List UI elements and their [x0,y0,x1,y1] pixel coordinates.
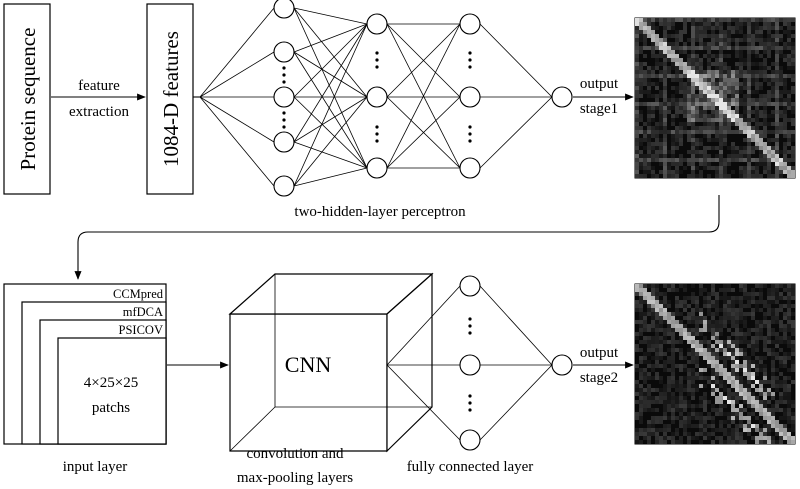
hidden1-edge [293,7,368,25]
hidden1-edge [293,96,368,169]
ellipsis-dot [282,111,286,115]
ellipsis-dot [468,65,472,69]
hidden1-edge [293,51,368,169]
hidden1-edge [293,23,368,98]
hidden2-edge [386,23,461,98]
hidden1-edge [293,23,368,53]
stage2-contact-map [634,283,796,445]
input-node [273,131,295,153]
hidden1-edge [293,23,368,143]
hidden1-edge [293,7,368,98]
ellipsis-dot [468,408,472,412]
fc-input-edge [386,285,461,366]
hidden2-node [459,157,481,179]
hidden1-edge [293,96,368,143]
ellipsis-dot [282,118,286,122]
fc-output-edge [479,364,553,441]
hidden1-edge [293,141,368,169]
ellipsis-dot [468,125,472,129]
hidden1-node [366,86,388,108]
ellipsis-dot [468,324,472,328]
input-layer-stack [3,283,167,445]
ellipsis-dot [375,51,379,55]
fully-connected-network [386,275,573,451]
input-edge [199,96,275,187]
perceptron-network [199,0,573,197]
input-layer-caption: input layer [63,459,128,475]
ellipsis-dot [468,51,472,55]
cnn-label: CNN [285,352,332,377]
output-node [551,86,573,108]
fc-output-edge [479,285,553,366]
input-edge [199,51,275,98]
ellipsis-dot [282,73,286,77]
ellipsis-dot [282,80,286,84]
hidden2-edge [386,96,461,169]
fc-caption: fully connected layer [407,459,534,475]
input-edge [199,96,275,143]
input-node [273,0,295,19]
fc-node [459,354,481,376]
hidden1-edge [293,7,368,169]
hidden1-edge [293,23,368,187]
fc-node [459,275,481,297]
cnn-caption-line1: convolution and [246,446,344,462]
ellipsis-dot [375,65,379,69]
hidden2-node [459,13,481,35]
hidden1-edge [293,167,368,187]
stage-connector-arrow [74,195,720,280]
ellipsis-dot [468,58,472,62]
layer-label-ccmpred: CCMpred [113,287,164,301]
stage1-output-label: output [580,76,619,92]
input-node [273,86,295,108]
hidden1-node [366,13,388,35]
protein-sequence-label: Protein sequence [16,28,40,171]
perceptron-caption: two-hidden-layer perceptron [294,204,466,220]
stage2-stage-label: stage2 [580,370,618,386]
hidden2-edge [386,23,461,169]
ellipsis-dot [375,139,379,143]
ellipsis-dot [375,58,379,62]
patch-label: patchs [92,400,130,416]
input-node [273,41,295,63]
patch-size-label: 4×25×25 [84,375,138,391]
input-node [273,175,295,197]
cnn-cube [228,272,434,453]
extraction-label: extraction [69,104,129,120]
ellipsis-dot [282,66,286,70]
features-label: 1084-D features [159,31,183,167]
ellipsis-dot [468,132,472,136]
stage1-stage-label: stage1 [580,101,618,117]
cnn-caption-line2: max-pooling layers [237,470,353,486]
ellipsis-dot [282,125,286,129]
protein-sequence-box [3,3,51,195]
layer-label-mfdca: mfDCA [123,305,163,319]
fc-output-node [551,354,573,376]
ellipsis-dot [375,125,379,129]
stage2-output-label: output [580,345,619,361]
stage1-contact-map [634,17,796,179]
ellipsis-dot [375,132,379,136]
ellipsis-dot [468,394,472,398]
output-edge [479,23,553,98]
ellipsis-dot [468,331,472,335]
fc-input-edge [386,364,461,441]
ellipsis-dot [468,401,472,405]
feature-label: feature [78,78,120,94]
hidden1-node [366,157,388,179]
ellipsis-dot [468,139,472,143]
hidden2-node [459,86,481,108]
ellipsis-dot [468,317,472,321]
features-box [146,3,194,195]
input-edge [199,7,275,98]
layer-label-psicov: PSICOV [119,323,163,337]
output-edge [479,96,553,169]
hidden1-edge [293,96,368,187]
hidden1-edge [293,51,368,98]
fc-node [459,429,481,451]
